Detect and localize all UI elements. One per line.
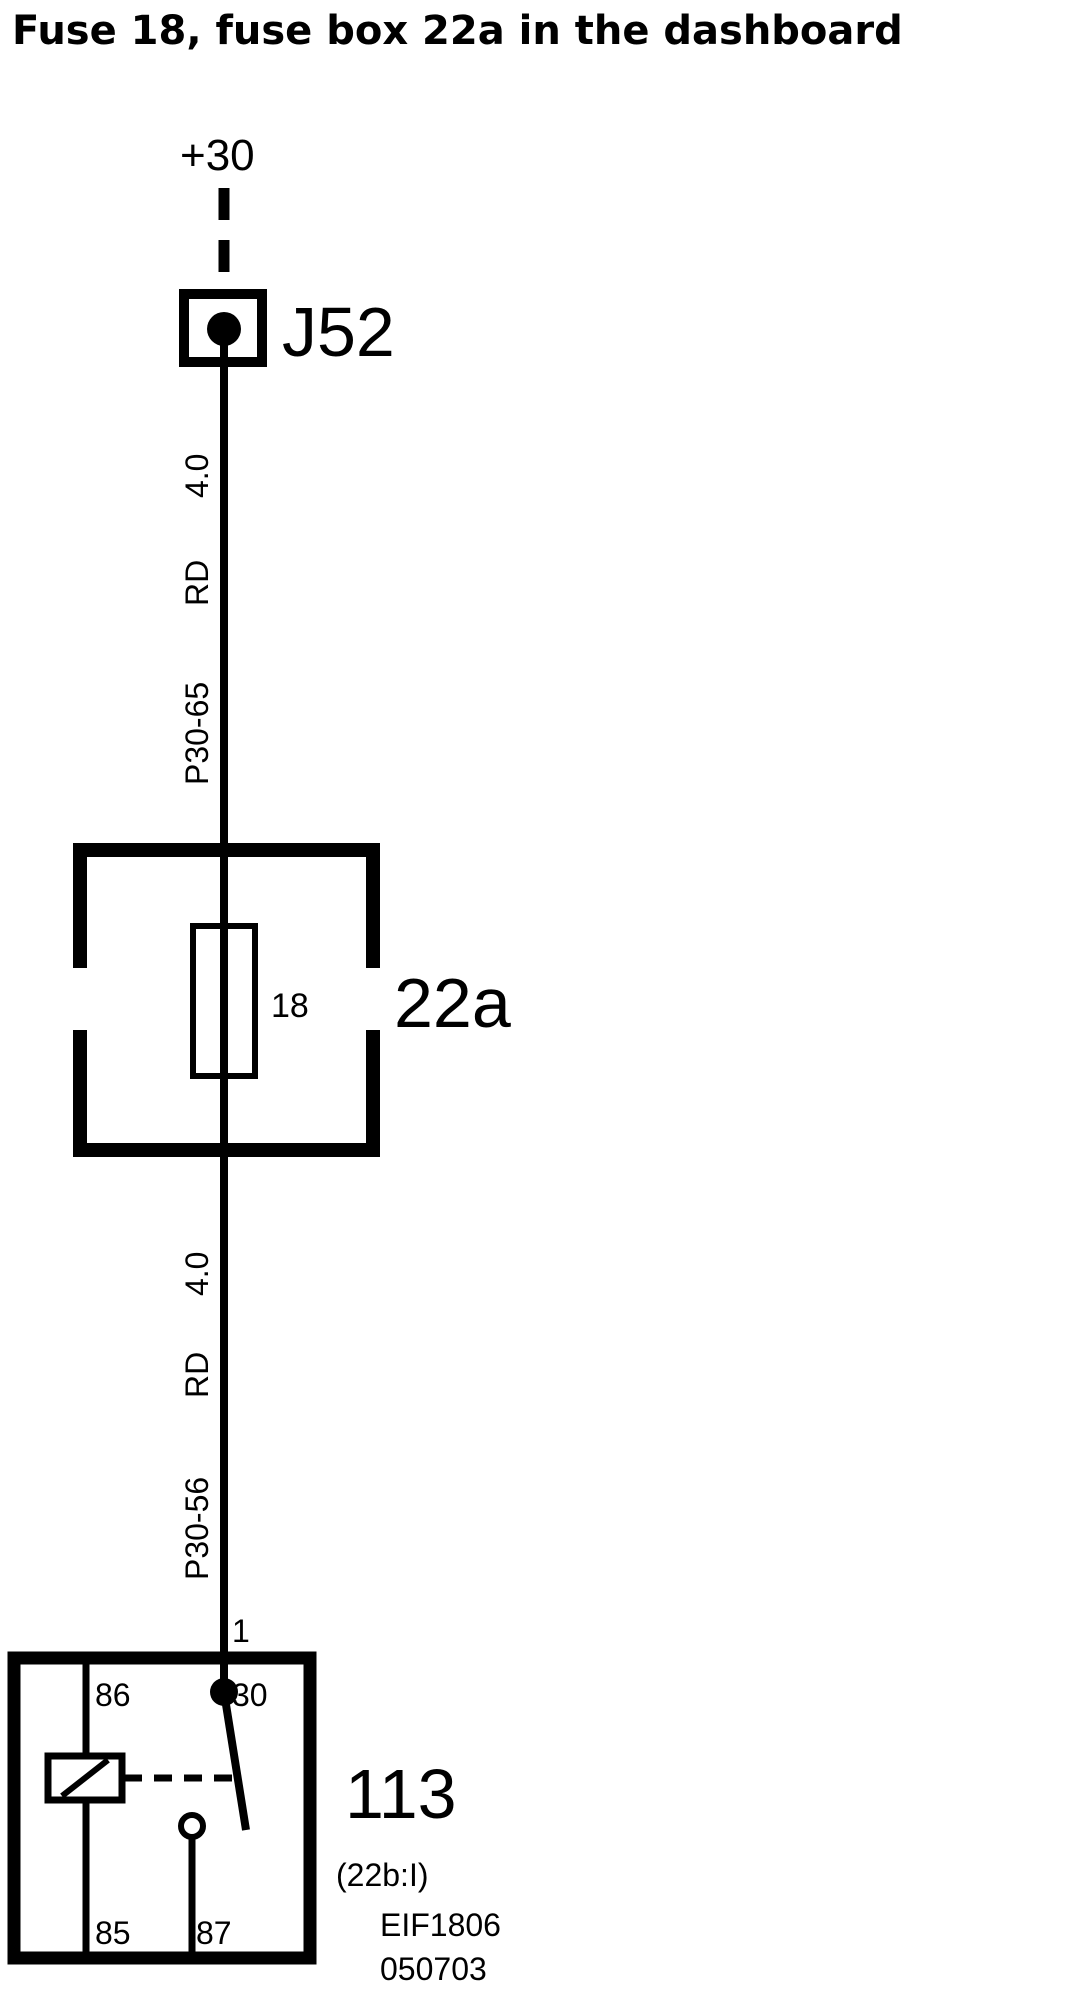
relay-label: 113 [345,1755,457,1833]
relay-pin-86-label: 86 [95,1677,131,1713]
relay-pin-30-label: 30 [232,1677,268,1713]
relay-pin-in-label: 1 [232,1613,250,1649]
wire-lower-color: RD [179,1352,215,1398]
fuse-number-label: 18 [271,987,309,1025]
supply-label: +30 [180,131,255,180]
fuse-18-symbol [190,923,258,1079]
wire-upper-color: RD [179,560,215,606]
relay-113-outline [7,1651,317,1965]
doc-code-label: EIF1806 [380,1907,501,1943]
doc-date-label: 050703 [380,1951,487,1987]
wire-lower-id: P30-56 [179,1477,215,1580]
relay-pin-85-label: 85 [95,1915,131,1951]
wire-upper-size: 4.0 [179,454,215,498]
relay-location-label: (22b:I) [336,1857,428,1893]
wire-upper-id: P30-65 [179,682,215,785]
wire-lower-size: 4.0 [179,1252,215,1296]
connector-label: J52 [282,293,395,371]
diagram-title: Fuse 18, fuse box 22a in the dashboard [12,8,903,54]
fuse-box-label: 22a [394,964,511,1042]
relay-switch-blade [220,1691,250,1831]
fuse-box-22a-outline [73,843,380,1157]
relay-coil-diagonal [60,1757,110,1799]
relay-pin-87-label: 87 [196,1915,232,1951]
relay-contact-87-terminal [178,1812,206,1840]
